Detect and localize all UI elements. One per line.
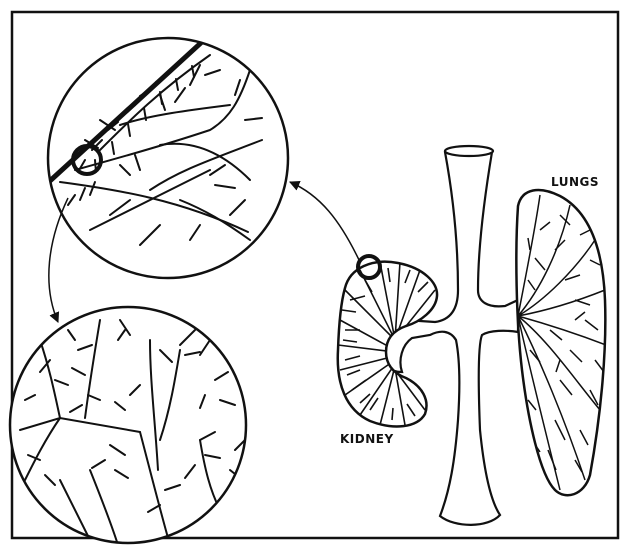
magnified-circle-top <box>40 30 288 278</box>
trunk-tube <box>378 146 518 525</box>
label-lungs: LUNGS <box>551 175 599 189</box>
label-kidney: KIDNEY <box>340 432 394 446</box>
lungs <box>516 190 606 495</box>
kidney <box>338 256 437 426</box>
magnified-circle-bottom <box>10 307 246 545</box>
arrow-kidney-to-top <box>290 182 360 262</box>
